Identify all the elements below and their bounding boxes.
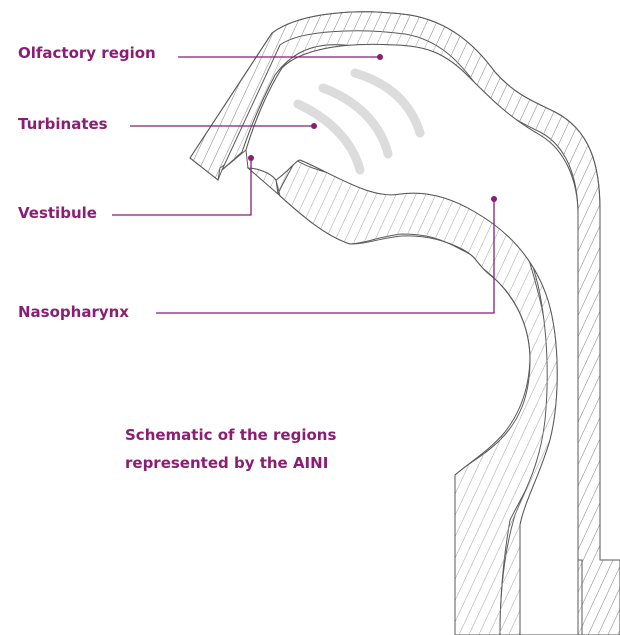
vestibule-label: Vestibule (18, 204, 97, 222)
vestibule-leader-line (112, 158, 251, 215)
turbinates-label: Turbinates (18, 115, 108, 133)
olfactory-region-label: Olfactory region (18, 44, 156, 62)
olfactory-marker (377, 54, 383, 60)
nasopharynx-marker (491, 196, 497, 202)
diagram-caption: Schematic of the regions represented by … (125, 421, 336, 477)
caption-line-2: represented by the AINI (125, 449, 336, 477)
turbinates-marker (311, 123, 317, 129)
vestibule-marker (248, 155, 254, 161)
nasopharynx-label: Nasopharynx (18, 303, 129, 321)
caption-line-1: Schematic of the regions (125, 421, 336, 449)
